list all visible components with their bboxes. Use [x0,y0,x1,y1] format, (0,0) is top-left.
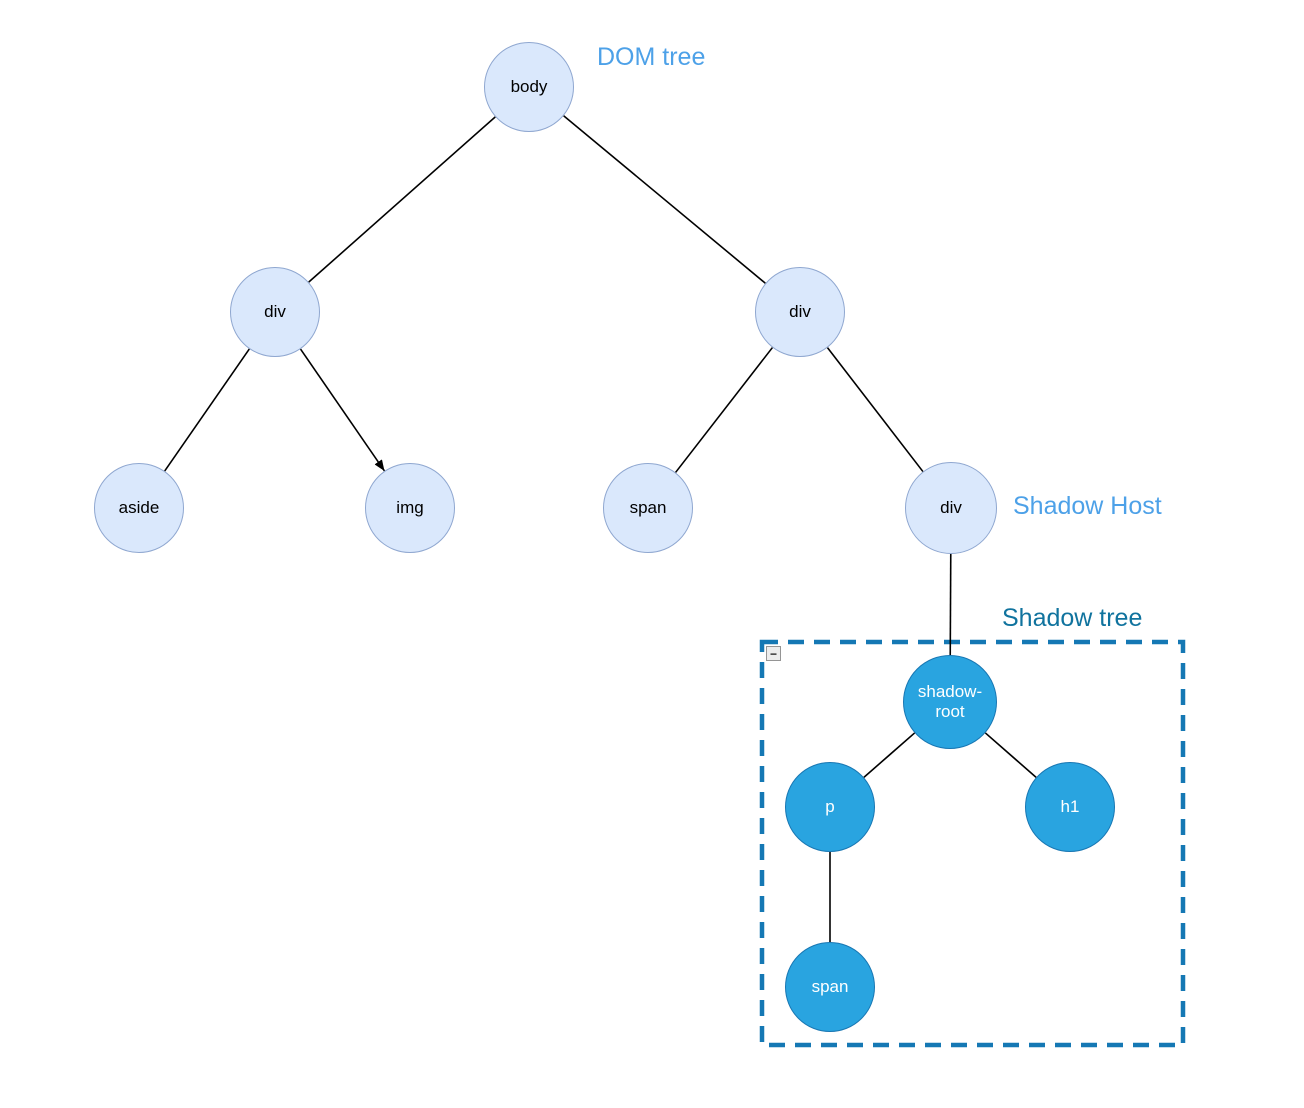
node-span: span [603,463,693,553]
node-div-right: div [755,267,845,357]
node-body: body [484,42,574,132]
node-label-shadow-root: shadow-root [917,681,983,721]
node-label-img: img [396,497,424,517]
edge-div-left-aside [163,348,251,472]
edge-div-right-span [674,347,774,473]
node-p: p [785,762,875,852]
node-label-body: body [510,76,548,96]
edge-div-host-shadow-root [949,553,952,656]
node-span-shadow: span [785,942,875,1032]
node-label-aside: aside [118,497,160,517]
node-label-span-shadow: span [811,976,849,996]
edge-body-div-right [563,115,766,284]
node-label-div-host: div [940,497,962,517]
node-h1: h1 [1025,762,1115,852]
edge-body-div-left [308,116,496,283]
node-label-span: span [629,497,667,517]
node-label-h1: h1 [1060,796,1080,816]
shadow-tree-label: Shadow tree [1002,604,1143,632]
edge-shadow-root-p [863,732,916,778]
node-label-p: p [825,796,835,816]
node-div-left: div [230,267,320,357]
node-label-div-right: div [789,301,811,321]
shadow-tree-boundary [759,639,1186,1048]
dom-tree-label: DOM tree [597,43,706,71]
edge-shadow-root-h1 [984,732,1037,778]
node-aside: aside [94,463,184,553]
node-img: img [365,463,455,553]
edge-div-left-img [299,348,386,472]
edge-div-right-div-host [826,347,924,473]
collapse-icon[interactable]: − [766,646,781,661]
node-shadow-root: shadow-root [903,655,997,749]
node-label-div-left: div [264,301,286,321]
shadow-host-label: Shadow Host [1013,492,1162,520]
node-div-host: div [905,462,997,554]
